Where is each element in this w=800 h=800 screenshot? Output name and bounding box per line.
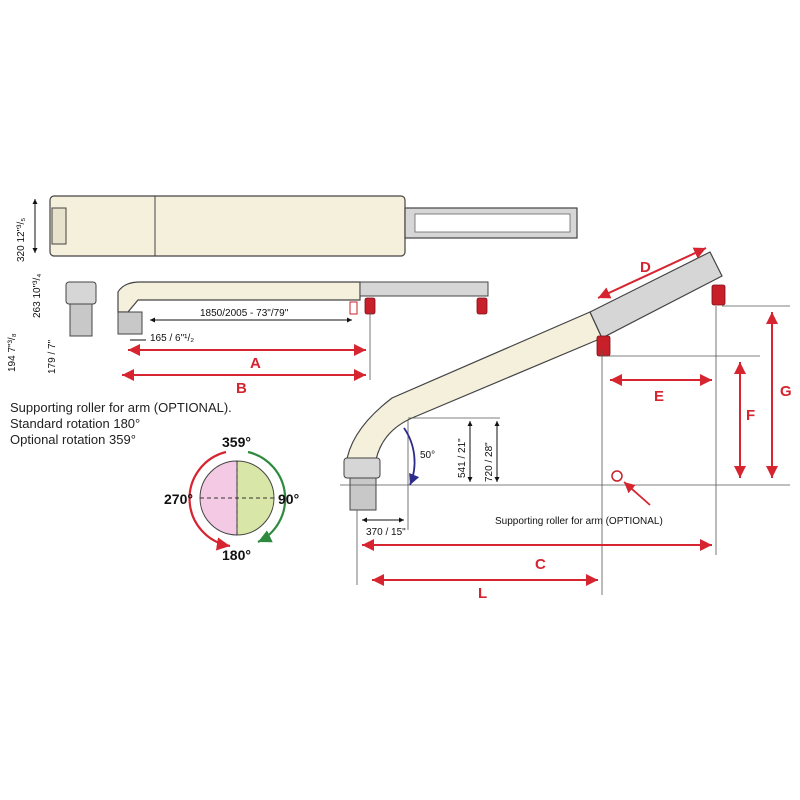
rotation-green-arc xyxy=(247,450,287,543)
side-view-boom-body xyxy=(117,281,361,313)
side-view-head-base xyxy=(69,303,93,337)
elevation-label-f: F xyxy=(746,407,755,424)
side-view-base-column xyxy=(117,311,143,335)
rotation-label-top: 359° xyxy=(222,434,251,450)
elevation-roller-leader xyxy=(623,481,651,506)
side-view-offset-label: 165 / 6"¹/₂ xyxy=(150,333,194,344)
rotation-left-half xyxy=(199,460,238,536)
rotation-label-right: 90° xyxy=(278,491,299,507)
side-view-height-label: 263 10"³/₄ xyxy=(32,274,43,318)
side-view-roller-2 xyxy=(476,297,488,315)
rotation-right-half xyxy=(236,460,275,536)
side-view-base-dim-1: 194 7"³/₈ xyxy=(7,333,18,372)
side-view-extension xyxy=(359,281,489,297)
top-view-boom-body xyxy=(49,195,406,257)
side-view-length-label: 1850/2005 - 73"/79" xyxy=(200,308,289,319)
elevation-angle-arc xyxy=(403,427,420,486)
side-view-label-b: B xyxy=(236,380,247,397)
side-view: 263 10"³/₄ 194 7"³/₈ 179 / 7" 1850/2005 … xyxy=(7,274,489,397)
note-roller: Supporting roller for arm (OPTIONAL). xyxy=(10,400,232,415)
side-view-roller-3 xyxy=(349,301,358,315)
note-optional-rotation: Optional rotation 359° xyxy=(10,432,136,447)
side-view-label-a: A xyxy=(250,355,261,372)
top-view: 320 12"³/₅ xyxy=(16,195,578,262)
elevation-roller-tip xyxy=(711,284,726,306)
elevation-label-g: G xyxy=(780,383,792,400)
rotation-label-bottom: 180° xyxy=(222,547,251,563)
rotation-diagram: 359° 90° 180° 270° xyxy=(164,434,299,563)
top-view-mount-plate xyxy=(51,207,67,245)
elevation-roller-mid xyxy=(596,335,611,357)
elevation-base-head xyxy=(343,457,381,479)
top-view-width-label: 320 12"³/₅ xyxy=(16,218,27,262)
elevation-label-e: E xyxy=(654,388,664,405)
elevation-support-roller xyxy=(611,470,623,482)
side-view-base-dim-2: 179 / 7" xyxy=(47,339,58,374)
elevation-label-l: L xyxy=(478,585,487,602)
elevation-label-d: D xyxy=(640,259,651,276)
elevation-dim-d xyxy=(597,247,707,299)
side-view-head-box xyxy=(65,281,97,305)
elevation-angle-label: 50° xyxy=(420,450,435,461)
top-view-extension-inner xyxy=(414,213,571,233)
rotation-label-left: 270° xyxy=(164,491,193,507)
rotation-red-arc xyxy=(188,450,231,551)
elevation-height-label-1: 541 / 21" xyxy=(457,438,468,478)
elevation-base-offset-label: 370 / 15" xyxy=(366,527,406,538)
elevation-base-column xyxy=(349,477,377,511)
elevation-view: 50° 541 / 21" 720 / 28" 370 / 15" Suppor… xyxy=(340,247,792,602)
notes-block: Supporting roller for arm (OPTIONAL). St… xyxy=(10,400,232,448)
elevation-boom-body xyxy=(345,311,603,466)
elevation-height-label-2: 720 / 28" xyxy=(484,442,495,482)
side-view-roller-1 xyxy=(364,297,376,315)
elevation-extension-arm xyxy=(589,251,723,339)
elevation-label-c: C xyxy=(535,556,546,573)
elevation-roller-note: Supporting roller for arm (OPTIONAL) xyxy=(495,516,663,527)
note-standard-rotation: Standard rotation 180° xyxy=(10,416,141,431)
